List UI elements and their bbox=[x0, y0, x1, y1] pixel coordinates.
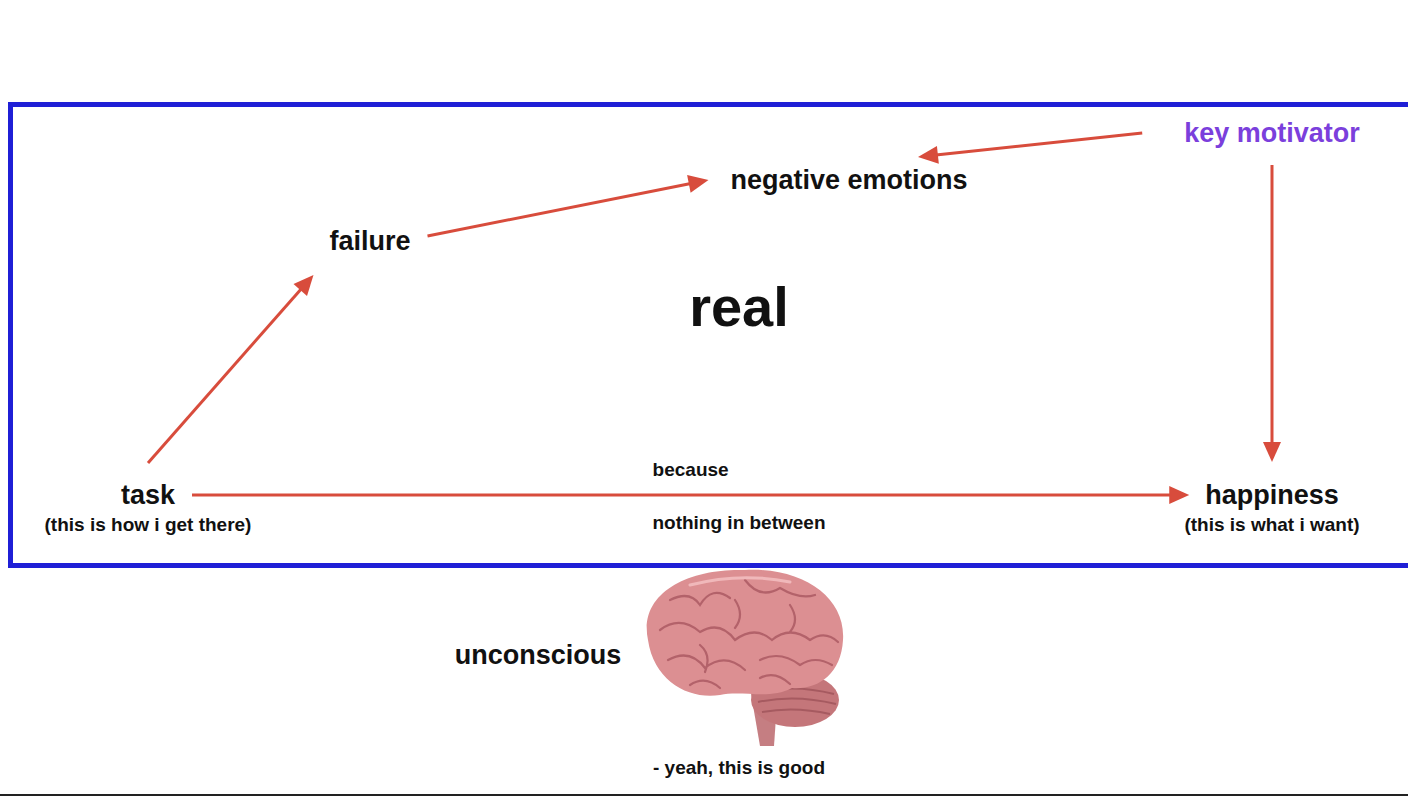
cerebrum bbox=[647, 570, 843, 696]
node-note: (this is how i get there) bbox=[45, 513, 252, 537]
arrow-connector bbox=[428, 175, 709, 236]
quote-note: - yeah, this is good bbox=[653, 756, 825, 780]
failure-node: failure bbox=[329, 225, 410, 257]
node-title: failure bbox=[329, 225, 410, 257]
arrow-connector bbox=[148, 275, 313, 463]
region-title: real bbox=[689, 275, 789, 339]
arrow-head bbox=[918, 146, 939, 164]
emotion-node: negative emotions bbox=[730, 164, 967, 196]
region-box: real negative emotions key motivator failur… bbox=[8, 102, 1408, 568]
node-note: (this is what i want) bbox=[1184, 513, 1359, 537]
arrow-head bbox=[1169, 486, 1189, 504]
node-title: happiness bbox=[1205, 479, 1339, 511]
node-title: task bbox=[121, 479, 175, 511]
node-title: key motivator bbox=[1184, 117, 1360, 149]
arrow-connector bbox=[1263, 165, 1281, 462]
connector-line bbox=[1270, 165, 1273, 444]
connector-line bbox=[936, 133, 1142, 155]
brain-folds bbox=[660, 580, 838, 688]
arrow-connector bbox=[192, 486, 1189, 504]
goal-node: happiness(this is what i want) bbox=[1184, 479, 1359, 537]
node-title: negative emotions bbox=[730, 164, 967, 196]
connector-line bbox=[148, 289, 302, 463]
arrow-connector bbox=[918, 133, 1142, 164]
connector-line bbox=[428, 184, 691, 236]
brain-illustration bbox=[647, 570, 843, 746]
arrow-head bbox=[294, 275, 314, 296]
motivator-node: key motivator bbox=[1184, 117, 1360, 149]
edge-label: because bbox=[653, 458, 729, 482]
arrow-head bbox=[687, 175, 708, 193]
task-node: task(this is how i get there) bbox=[45, 479, 252, 537]
edge-note: nothing in between bbox=[652, 511, 825, 535]
caption-word: unconscious bbox=[455, 639, 622, 671]
arrow-head bbox=[1263, 442, 1281, 462]
bottom-rule bbox=[0, 794, 1408, 796]
connector-line bbox=[192, 494, 1171, 497]
